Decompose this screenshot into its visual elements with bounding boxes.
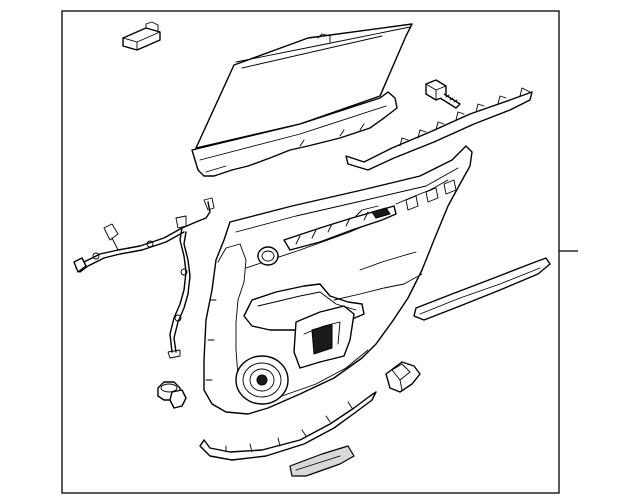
bolt-part	[425, 79, 461, 109]
reflector-pad-part	[289, 445, 355, 477]
wiring-harness-part	[73, 197, 215, 359]
upper-trim-molding-part	[345, 87, 533, 171]
door-trim-panel-part	[203, 145, 473, 415]
bracket-part	[385, 361, 421, 393]
clip-connector-part	[122, 21, 161, 51]
garnish-strip-part	[413, 257, 551, 321]
push-retainer-part	[157, 381, 187, 409]
lower-weatherstrip-part	[199, 391, 377, 461]
sunshade-assembly-part	[191, 23, 413, 177]
diagram-frame	[61, 10, 560, 494]
